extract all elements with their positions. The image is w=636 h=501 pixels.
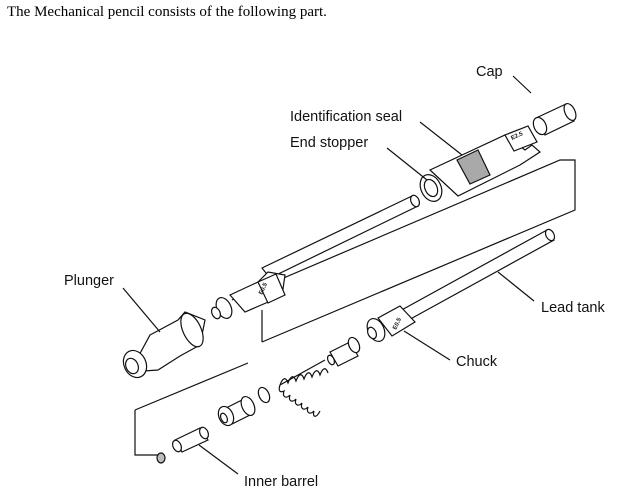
assembly-frame: [134, 159, 576, 456]
plunger-tube: E0.5: [210, 271, 286, 320]
end-bead-part: [156, 452, 166, 464]
lead-tank-leader: [497, 271, 535, 302]
inner-barrel-label: Inner barrel: [244, 474, 319, 490]
chuck-grade-marking: E0.5: [392, 317, 403, 331]
lead-tank-label: Lead tank: [541, 300, 605, 316]
cap-label: Cap: [476, 64, 503, 80]
spring-part: [278, 359, 329, 417]
leader-lines: [122, 75, 535, 475]
seal-leader: [419, 121, 463, 156]
chuck-part: E0.5: [366, 305, 416, 342]
cap-part: [532, 102, 577, 136]
cap-leader: [512, 75, 532, 94]
connector-part: [326, 336, 361, 367]
cap-grade-marking: E2.5: [510, 131, 524, 142]
body-with-seal: E2.5: [419, 125, 541, 202]
plunger-part: [122, 311, 206, 379]
end-stopper-label: End stopper: [290, 135, 369, 151]
inner-barrel-leader: [198, 444, 239, 475]
inner-barrel-part: [171, 426, 210, 453]
body-grade-marking: E0.5: [258, 282, 269, 296]
intro-text: The Mechanical pencil consists of the fo…: [7, 4, 327, 20]
end-stopper-part: [261, 194, 421, 279]
chuck-label: Chuck: [456, 354, 498, 370]
plunger-leader: [122, 287, 161, 333]
chuck-leader: [403, 330, 451, 361]
identification-seal-label: Identification seal: [290, 109, 403, 125]
stepped-connector-part: [217, 395, 256, 427]
o-ring-part: [257, 386, 271, 404]
plunger-label: Plunger: [64, 273, 114, 289]
end-stopper-leader: [386, 147, 428, 181]
